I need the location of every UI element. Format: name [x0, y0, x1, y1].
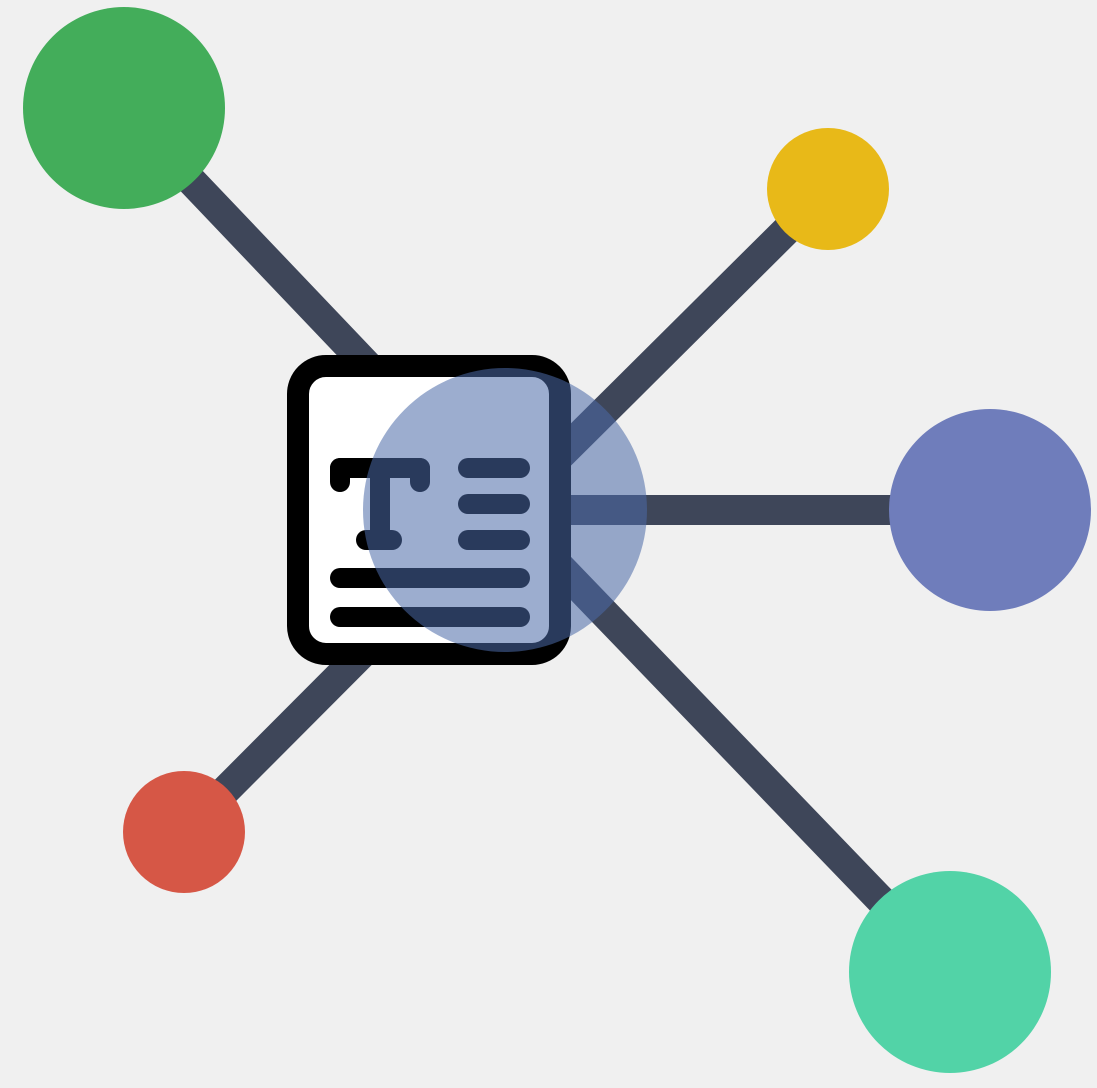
hub-node[interactable] — [363, 368, 647, 652]
node-purple[interactable] — [889, 409, 1091, 611]
node-green[interactable] — [23, 7, 225, 209]
node-red[interactable] — [123, 771, 245, 893]
node-teal[interactable] — [849, 871, 1051, 1073]
node-yellow[interactable] — [767, 128, 889, 250]
outer-nodes — [23, 7, 1091, 1073]
